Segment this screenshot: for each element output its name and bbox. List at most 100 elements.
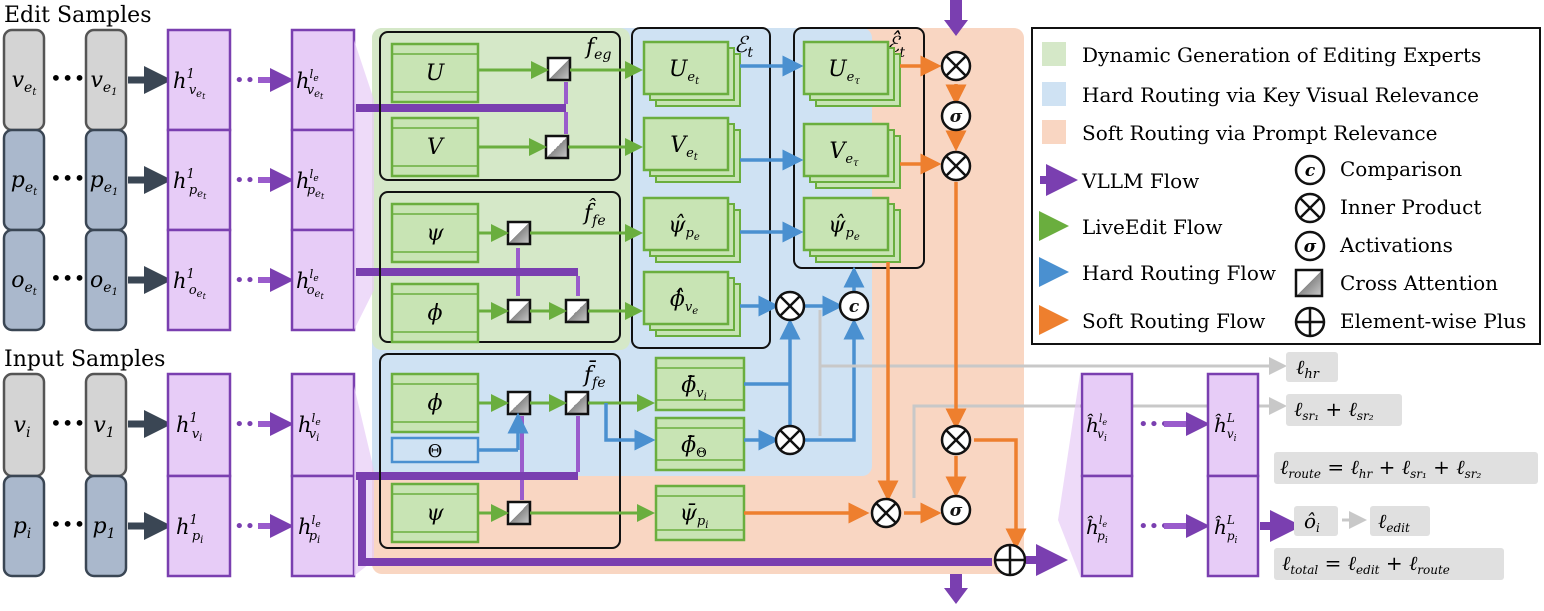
cross-attention-icon <box>564 298 590 324</box>
E-t-box <box>631 27 771 349</box>
cross-attention-icon <box>506 500 532 526</box>
ellipsis-5: ••• <box>50 512 85 536</box>
legend-op-label: Comparison <box>1340 157 1462 181</box>
stack-U-etau: Ueτ <box>802 40 901 107</box>
svg-text:pi: pi <box>13 514 32 542</box>
stack-psi-pet: ψ̂pe <box>642 196 741 263</box>
edit-input-ellipsis: ••• ••• ••• <box>50 66 85 290</box>
svg-text:•••: ••• <box>1138 414 1170 435</box>
legend-regions: Dynamic Generation of Editing Experts Ha… <box>1042 42 1481 145</box>
inner-product-icon <box>870 497 902 529</box>
input-samples-title: Input Samples <box>4 347 165 372</box>
edit-samples-title: Edit Samples <box>4 3 152 28</box>
stack-V-et: Vet <box>642 116 741 183</box>
cross-attention-icon <box>544 134 570 160</box>
ellipsis-2: ••• <box>50 166 85 190</box>
svg-text:ϕ: ϕ <box>428 391 443 416</box>
ellipsis-4: ••• <box>50 411 85 435</box>
inner-product-icon <box>774 290 806 322</box>
block-psi: ψ <box>390 202 480 264</box>
inner-product-icon <box>940 424 972 456</box>
comparison-icon <box>838 290 870 322</box>
legend-op-label: Cross Attention <box>1340 271 1498 295</box>
soft-routing-flow <box>744 55 1027 550</box>
legend-ops: c σ Comparison Inner Product Activations… <box>1294 154 1526 338</box>
inner-product-icon <box>940 50 972 82</box>
svg-text:•••: ••• <box>234 170 266 191</box>
block-psi-bar-pi: ψ̄pi <box>654 484 746 542</box>
activation-icon <box>940 100 972 132</box>
svg-text:σ: σ <box>950 501 963 521</box>
svg-text:V: V <box>427 135 445 160</box>
legend-swatch-orange <box>1042 120 1066 144</box>
ellipsis-1: ••• <box>50 66 85 90</box>
stack-psi-petau: ψ̂pe <box>802 196 901 263</box>
output-projection <box>1058 374 1080 576</box>
activation-icon <box>1294 230 1326 262</box>
f-eg-box <box>379 31 621 181</box>
legend-swatch-blue <box>1042 82 1066 106</box>
element-plus-icon <box>1294 306 1326 338</box>
svg-text:c: c <box>1305 161 1316 181</box>
legend-region-label: Dynamic Generation of Editing Experts <box>1082 43 1481 67</box>
cross-attention-icon <box>506 390 532 416</box>
svg-text:Θ: Θ <box>428 441 443 462</box>
activation-icon <box>940 494 972 526</box>
svg-text:•••: ••• <box>1138 516 1170 537</box>
svg-text:ϕ: ϕ <box>428 301 443 326</box>
block-V: V <box>390 116 480 178</box>
legend-flow-label: VLLM Flow <box>1081 169 1199 193</box>
block-theta: Θ <box>390 436 480 464</box>
legend-op-label: Activations <box>1339 233 1453 257</box>
cross-attention-icon <box>506 220 532 246</box>
legend-flow-label: Hard Routing Flow <box>1082 261 1276 285</box>
legend-region-label: Soft Routing via Prompt Relevance <box>1082 121 1437 145</box>
cross-attention-icon <box>564 390 590 416</box>
svg-text:ψ: ψ <box>426 501 444 526</box>
block-U: U <box>390 42 480 104</box>
block-phi-input: ϕ <box>390 372 480 434</box>
block-phi: ϕ <box>390 282 480 344</box>
legend-op-label: Inner Product <box>1340 195 1481 219</box>
stack-V-etau: Veτ <box>802 122 901 189</box>
ellipsis-3: ••• <box>50 266 85 290</box>
edit-projection <box>354 40 374 330</box>
svg-text:ôi: ôi <box>1304 509 1320 535</box>
svg-text:•••: ••• <box>234 70 266 91</box>
input-column-first: v1 p1 <box>84 372 128 578</box>
cross-attention-icon <box>1294 268 1324 298</box>
loss-chips: ℓhr ℓsr₁ + ℓsr₂ ℓroute = ℓhr + ℓsr₁ + ℓs… <box>1274 352 1538 580</box>
svg-text:U: U <box>426 61 446 86</box>
f-bar-fe-box <box>379 353 621 549</box>
legend-swatch-green <box>1042 42 1066 66</box>
svg-text:•••: ••• <box>234 270 266 291</box>
legend-flow-label: LiveEdit Flow <box>1082 215 1222 239</box>
op-nodes <box>774 50 1027 577</box>
comparison-icon <box>1294 154 1326 186</box>
input-column-last: vi pi <box>2 372 46 578</box>
svg-text:ψ: ψ <box>426 221 444 246</box>
element-plus-icon <box>993 543 1027 577</box>
input-embed-arrows <box>128 66 172 294</box>
svg-text:c: c <box>849 297 860 317</box>
inner-product-icon <box>1294 192 1326 224</box>
legend-region-label: Hard Routing via Key Visual Relevance <box>1082 83 1479 107</box>
legend-box <box>1031 27 1541 345</box>
svg-text:σ: σ <box>950 107 963 127</box>
edit-layer-arrows: ••• ••• ••• <box>234 68 294 292</box>
block-phi-bar-vi: ϕ̄vi <box>654 356 746 412</box>
inner-product-icon <box>940 150 972 182</box>
